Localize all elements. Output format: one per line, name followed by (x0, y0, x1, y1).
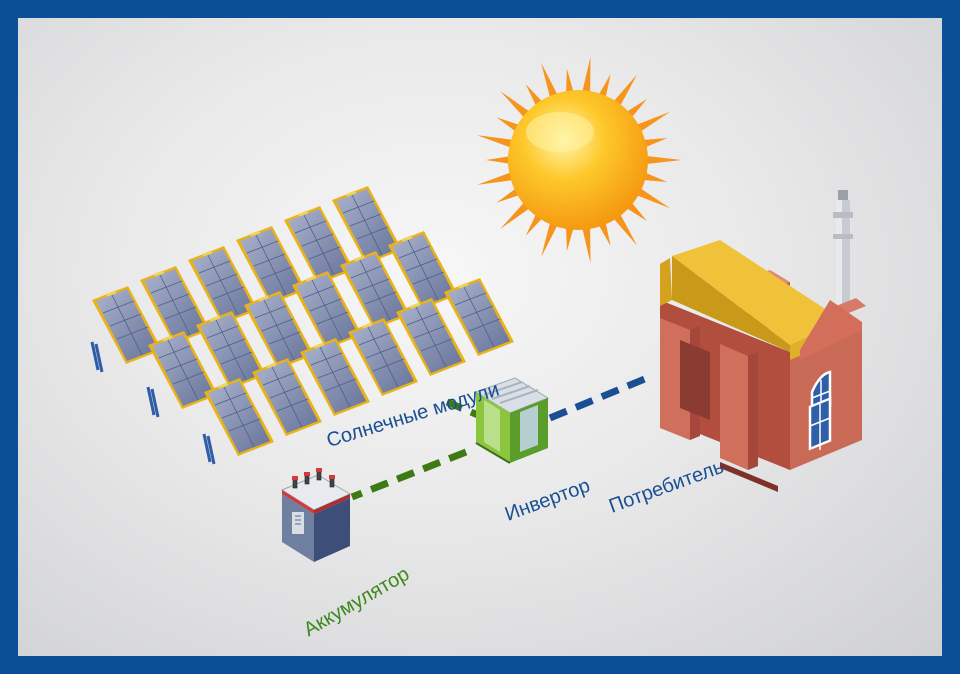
link-inverter-consumer (548, 372, 654, 422)
solar-panel-icon (90, 185, 515, 466)
sun-ray (477, 135, 518, 150)
sun-ray (565, 222, 575, 252)
link-panels-inverter (445, 398, 480, 419)
sun-ray (610, 74, 638, 110)
sun-ray (581, 56, 591, 98)
sun-ray (541, 62, 560, 102)
link-inverter-battery (350, 448, 468, 501)
sun-icon (477, 56, 682, 264)
sun-ray (632, 185, 671, 209)
sun-ray (632, 111, 671, 135)
sun-ray (486, 155, 515, 165)
sun-ray (477, 170, 518, 185)
sun-ray (541, 218, 560, 258)
inverter-icon (474, 377, 550, 464)
factory-icon (660, 190, 866, 492)
sun-ray (500, 199, 534, 229)
sun-ray (565, 68, 575, 98)
sun-ray (500, 91, 534, 121)
sun-ray (641, 155, 682, 165)
battery-icon (280, 468, 352, 562)
sun-ray (610, 210, 638, 246)
sun-ray (581, 222, 591, 264)
